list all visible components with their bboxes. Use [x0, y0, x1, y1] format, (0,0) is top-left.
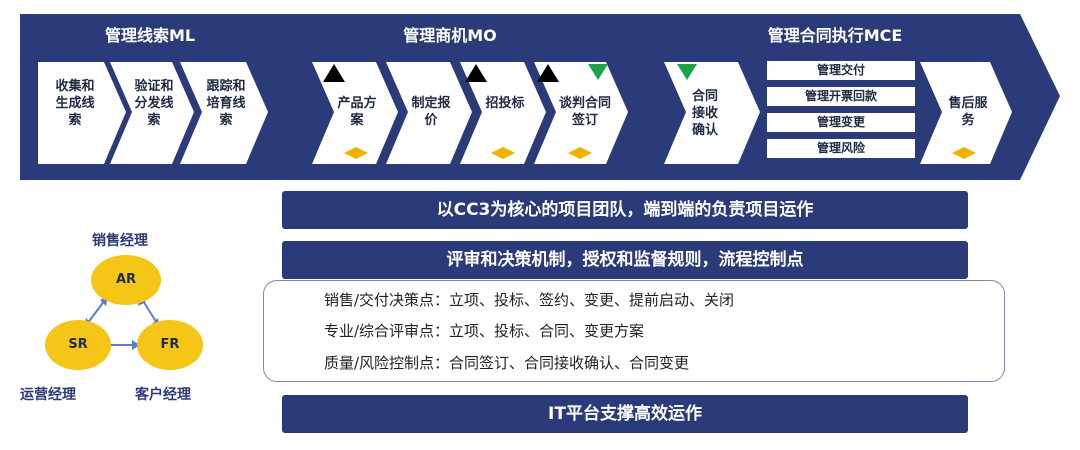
mo-step-1-label: 产品方案 — [337, 96, 377, 129]
mo-step-4-shape — [534, 62, 628, 164]
mce-after-label: 售后服务 — [948, 96, 988, 129]
stage-title-mo: 管理商机MO — [403, 26, 497, 45]
mce-after-shape — [920, 62, 1012, 164]
triangle-up-marker — [465, 64, 487, 82]
diamond-marker — [952, 147, 976, 159]
triangle-up-marker — [537, 64, 559, 82]
bar-team: 以CC3为核心的项目团队，端到端的负责项目运作 — [282, 191, 968, 229]
legend-row-triangle-up: 专业/综合评审点：立项、投标、合同、变更方案 — [324, 322, 645, 340]
bar-it: IT平台支撑高效运作 — [282, 395, 968, 433]
circle-fr — [137, 320, 203, 370]
legend-row-triangle-down: 质量/风险控制点：合同签订、合同接收确认、合同变更 — [324, 354, 690, 372]
diamond-marker — [344, 147, 368, 159]
mo-step-4-label: 谈判合同签订 — [558, 96, 611, 129]
ml-step-2-label: 验证和分发线索 — [134, 79, 174, 129]
diamond-marker — [491, 147, 515, 159]
mce-confirm-label: 合同接收确认 — [691, 89, 718, 139]
circle-ar-text: AR — [115, 272, 137, 287]
mce-confirm-shape — [664, 62, 760, 164]
circle-sr-text: SR — [68, 337, 88, 352]
diamond-marker — [568, 147, 592, 159]
mce-sub-delivery: 管理交付 — [767, 61, 915, 80]
mo-step-3-label: 招投标 — [485, 96, 525, 111]
stage-title-ml: 管理线索ML — [104, 26, 196, 45]
circle-fr-text: FR — [160, 337, 180, 352]
triangle-down-marker — [677, 64, 697, 80]
mce-sub-change: 管理变更 — [767, 113, 915, 132]
ml-step-3-label: 跟踪和培育线索 — [206, 79, 246, 129]
triangle-down-marker — [588, 64, 608, 80]
ml-step-1-shape — [38, 62, 126, 164]
mce-sub-risk: 管理风险 — [767, 139, 915, 158]
stage-title-mce: 管理合同执行MCE — [767, 26, 903, 45]
mo-step-3-shape — [460, 62, 546, 164]
mce-sub-billing: 管理开票回款 — [767, 87, 915, 106]
legend-box — [263, 280, 1005, 382]
ml-step-1-label: 收集和生成线索 — [55, 79, 95, 129]
circle-ar — [91, 255, 161, 305]
role-label-customer: 客户经理 — [135, 387, 191, 403]
legend-row-diamond: 销售/交付决策点：立项、投标、签约、变更、提前启动、关闭 — [324, 291, 735, 309]
ml-step-3-shape — [180, 62, 268, 164]
bar-review: 评审和决策机制，授权和监督规则，流程控制点 — [282, 241, 968, 279]
role-label-ops: 运营经理 — [20, 387, 76, 403]
mo-step-2-shape — [386, 62, 472, 164]
ml-step-2-shape — [110, 62, 194, 164]
circle-sr — [45, 320, 111, 370]
mo-step-1-shape — [312, 62, 398, 164]
role-label-sales: 销售经理 — [92, 233, 148, 249]
triangle-up-marker — [323, 64, 345, 82]
mo-step-2-label: 制定报价 — [411, 96, 451, 129]
